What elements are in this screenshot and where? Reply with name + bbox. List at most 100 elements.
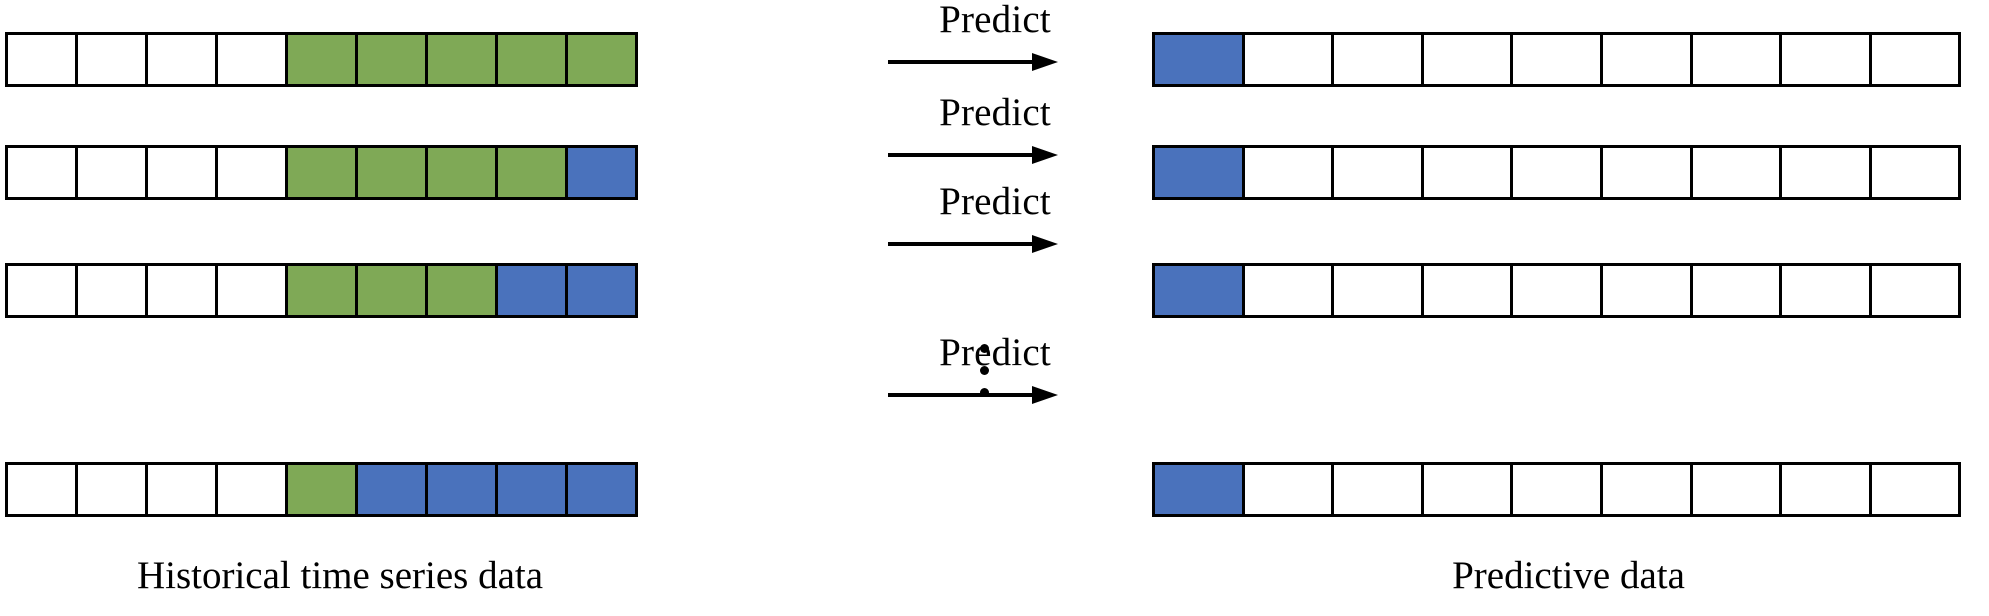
timestep-cell <box>145 32 218 87</box>
predictive-row-3 <box>1152 263 1962 318</box>
timestep-cell <box>1779 263 1872 318</box>
timestep-cell <box>1241 263 1335 318</box>
predict-label: Predict <box>939 0 1051 41</box>
timestep-cell <box>1152 462 1245 517</box>
timestep-cell <box>495 145 568 200</box>
timestep-cell <box>565 32 638 87</box>
predictive-row-4 <box>1152 462 1962 517</box>
historical-row-1 <box>5 32 638 87</box>
predictive-row-2 <box>1152 145 1962 200</box>
predictive-row-1 <box>1152 32 1962 87</box>
predict-arrow-group-1: Predict <box>880 0 1110 73</box>
timestep-cell <box>1241 145 1335 200</box>
timestep-cell <box>565 145 638 200</box>
timestep-cell <box>285 263 358 318</box>
timestep-cell <box>285 462 358 517</box>
timestep-cell <box>425 32 498 87</box>
timestep-cell <box>145 462 218 517</box>
timestep-cell <box>145 145 218 200</box>
timestep-cell <box>215 145 288 200</box>
ellipsis-dot <box>980 388 989 397</box>
timestep-cell <box>1510 462 1603 517</box>
timestep-cell <box>1779 145 1872 200</box>
timestep-cell <box>495 263 568 318</box>
predict-arrow-group-3: Predict <box>880 182 1110 255</box>
arrow-head-icon <box>1032 146 1058 164</box>
timestep-cell <box>565 462 638 517</box>
timestep-cell <box>1868 462 1962 517</box>
timestep-cell <box>1510 263 1603 318</box>
timestep-cell <box>495 462 568 517</box>
timestep-cell <box>1689 145 1783 200</box>
timestep-cell <box>215 462 288 517</box>
timestep-cell <box>5 263 78 318</box>
timestep-cell <box>355 145 428 200</box>
timestep-cell <box>1868 32 1962 87</box>
timestep-cell <box>1152 145 1245 200</box>
timestep-cell <box>145 263 218 318</box>
timestep-cell <box>1241 462 1335 517</box>
timestep-cell <box>285 32 358 87</box>
timestep-cell <box>1779 462 1872 517</box>
historical-row-3 <box>5 263 638 318</box>
timestep-cell <box>75 462 148 517</box>
timestep-cell <box>1420 145 1514 200</box>
historical-row-2 <box>5 145 638 200</box>
timestep-cell <box>1779 32 1872 87</box>
timestep-cell <box>215 263 288 318</box>
arrow-line <box>888 60 1038 64</box>
arrow-head-icon <box>1032 386 1058 404</box>
timestep-cell <box>1510 32 1603 87</box>
predict-arrow-group-4: Predict <box>880 333 1110 406</box>
timestep-cell <box>1599 263 1693 318</box>
arrow <box>880 233 1110 255</box>
timestep-cell <box>285 145 358 200</box>
predictive-caption: Predictive data <box>1452 554 1685 597</box>
arrow-head-icon <box>1032 53 1058 71</box>
timestep-cell <box>1599 145 1693 200</box>
timestep-cell <box>1599 32 1693 87</box>
predict-label: Predict <box>939 331 1051 374</box>
vertical-ellipsis-icon <box>980 344 989 397</box>
predict-label: Predict <box>939 180 1051 223</box>
timestep-cell <box>1868 145 1962 200</box>
timestep-cell <box>1689 263 1783 318</box>
timestep-cell <box>1331 32 1424 87</box>
predict-label: Predict <box>939 91 1051 134</box>
arrow <box>880 51 1110 73</box>
timestep-cell <box>5 145 78 200</box>
timestep-cell <box>495 32 568 87</box>
timestep-cell <box>355 263 428 318</box>
timestep-cell <box>1599 462 1693 517</box>
historical-row-4 <box>5 462 638 517</box>
timestep-cell <box>5 32 78 87</box>
timestep-cell <box>1331 462 1424 517</box>
timestep-cell <box>425 145 498 200</box>
timestep-cell <box>5 462 78 517</box>
arrow <box>880 384 1110 406</box>
predict-arrow-group-2: Predict <box>880 93 1110 166</box>
timestep-cell <box>75 263 148 318</box>
timestep-cell <box>425 263 498 318</box>
timestep-cell <box>1331 145 1424 200</box>
timestep-cell <box>425 462 498 517</box>
timestep-cell <box>215 32 288 87</box>
arrow-line <box>888 153 1038 157</box>
timestep-cell <box>75 145 148 200</box>
timestep-cell <box>1868 263 1962 318</box>
timestep-cell <box>1420 263 1514 318</box>
arrow-line <box>888 242 1038 246</box>
timestep-cell <box>1152 263 1245 318</box>
timestep-cell <box>355 462 428 517</box>
ellipsis-dot <box>980 344 989 353</box>
timestep-cell <box>565 263 638 318</box>
timestep-cell <box>1420 32 1514 87</box>
timestep-cell <box>1331 263 1424 318</box>
timestep-cell <box>75 32 148 87</box>
timestep-cell <box>1689 32 1783 87</box>
historical-caption: Historical time series data <box>136 554 544 597</box>
timestep-cell <box>1510 145 1603 200</box>
timestep-cell <box>1689 462 1783 517</box>
arrow-line <box>888 393 1038 397</box>
